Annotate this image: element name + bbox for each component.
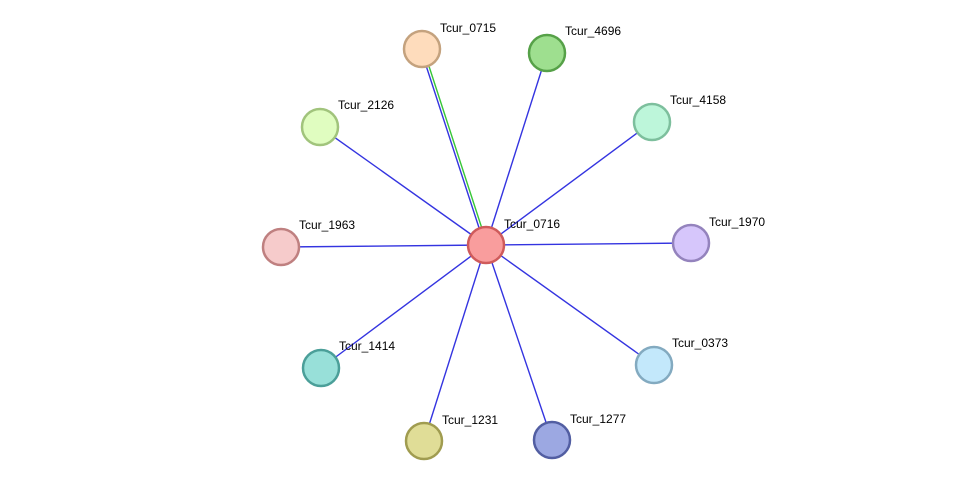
node-Tcur_0716[interactable]: Tcur_0716 — [466, 217, 560, 265]
node-Tcur_2126[interactable]: Tcur_2126 — [300, 98, 394, 147]
edge-Tcur_0716-Tcur_1277 — [485, 244, 553, 441]
node-circle[interactable] — [466, 225, 506, 265]
node-circle[interactable] — [301, 348, 341, 388]
node-circle[interactable] — [527, 33, 567, 73]
edge-Tcur_0716-Tcur_1963 — [280, 244, 487, 248]
node-circle[interactable] — [634, 345, 674, 385]
node-circle[interactable] — [402, 29, 442, 69]
edge-Tcur_0716-Tcur_1231 — [423, 244, 487, 442]
node-Tcur_1970[interactable]: Tcur_1970 — [671, 215, 765, 263]
node-Tcur_1963[interactable]: Tcur_1963 — [261, 218, 355, 267]
node-Tcur_0715[interactable]: Tcur_0715 — [402, 21, 496, 69]
node-label: Tcur_1231 — [442, 413, 498, 427]
node-label: Tcur_1963 — [299, 218, 355, 232]
node-circle[interactable] — [404, 421, 444, 461]
node-Tcur_4158[interactable]: Tcur_4158 — [632, 93, 726, 142]
edge-Tcur_0716-Tcur_1414 — [320, 244, 487, 369]
node-circle[interactable] — [261, 227, 301, 267]
node-label: Tcur_0715 — [440, 21, 496, 35]
node-label: Tcur_0373 — [672, 336, 728, 350]
edge-Tcur_0716-Tcur_4158 — [485, 121, 653, 246]
node-Tcur_1277[interactable]: Tcur_1277 — [532, 412, 626, 460]
node-label: Tcur_0716 — [504, 217, 560, 231]
node-Tcur_4696[interactable]: Tcur_4696 — [527, 24, 621, 73]
node-circle[interactable] — [532, 420, 572, 460]
node-Tcur_1414[interactable]: Tcur_1414 — [301, 339, 395, 388]
node-Tcur_0373[interactable]: Tcur_0373 — [634, 336, 728, 385]
node-circle[interactable] — [671, 223, 711, 263]
node-circle[interactable] — [300, 107, 340, 147]
edge-Tcur_0716-Tcur_0715-0 — [420, 49, 486, 246]
node-label: Tcur_1970 — [709, 215, 765, 229]
edge-Tcur_0716-Tcur_0715-1 — [422, 48, 488, 245]
node-label: Tcur_4158 — [670, 93, 726, 107]
node-Tcur_1231[interactable]: Tcur_1231 — [404, 413, 498, 461]
edge-Tcur_0716-Tcur_4696 — [485, 52, 548, 246]
edge-Tcur_0716-Tcur_2126 — [319, 126, 487, 246]
node-label: Tcur_4696 — [565, 24, 621, 38]
network-edges — [280, 48, 692, 442]
node-label: Tcur_1414 — [339, 339, 395, 353]
node-label: Tcur_2126 — [338, 98, 394, 112]
edge-Tcur_0716-Tcur_1970 — [485, 242, 692, 246]
node-label: Tcur_1277 — [570, 412, 626, 426]
edge-Tcur_0716-Tcur_0373 — [485, 244, 655, 366]
node-circle[interactable] — [632, 102, 672, 142]
